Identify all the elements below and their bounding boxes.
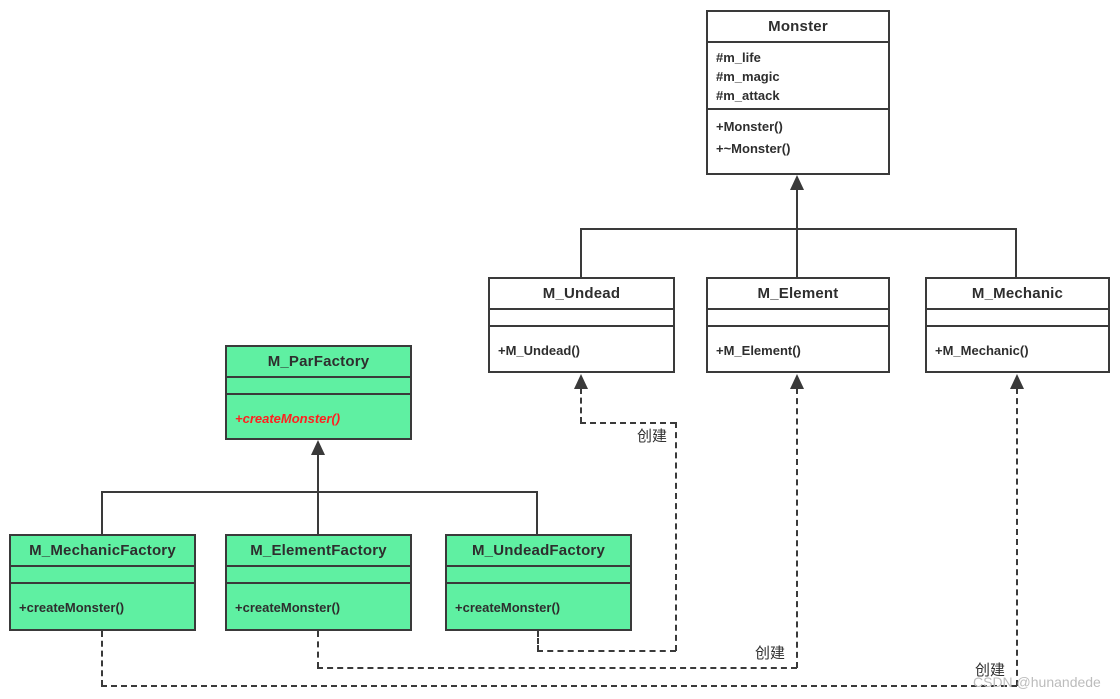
class-monster: Monster #m_life #m_magic #m_attack +Mons… xyxy=(706,10,890,175)
class-m-undead-methods: +M_Undead() xyxy=(490,327,673,362)
method: +M_Mechanic() xyxy=(935,343,1029,358)
method: +Monster() xyxy=(716,119,783,134)
class-m-mechanicfactory: M_MechanicFactory +createMonster() xyxy=(9,534,196,631)
connector-line xyxy=(580,228,582,277)
dependency-arrow-icon xyxy=(574,374,588,389)
method: +createMonster() xyxy=(455,600,561,615)
class-monster-attributes: #m_life #m_magic #m_attack xyxy=(708,43,888,110)
class-m-elementfactory-title: M_ElementFactory xyxy=(227,536,410,567)
method: +M_Undead() xyxy=(498,343,580,358)
method: +createMonster() xyxy=(19,600,125,615)
class-m-elementfactory: M_ElementFactory +createMonster() xyxy=(225,534,412,631)
connector-dashed-line xyxy=(317,667,797,669)
method: +~Monster() xyxy=(716,141,791,156)
dependency-arrow-icon xyxy=(790,374,804,389)
connector-dashed-line xyxy=(317,631,319,668)
connector-line xyxy=(796,188,798,277)
class-m-mechanic-title: M_Mechanic xyxy=(927,279,1108,310)
connector-dashed-line xyxy=(580,422,676,424)
class-monster-methods: +Monster() +~Monster() xyxy=(708,110,888,160)
connector-line xyxy=(1015,228,1017,277)
class-m-parfactory-title: M_ParFactory xyxy=(227,347,410,378)
connector-line xyxy=(101,491,538,493)
connector-line xyxy=(580,228,1017,230)
watermark-text: CSDN @hunandede xyxy=(973,674,1101,690)
class-m-undeadfactory-methods: +createMonster() xyxy=(447,584,630,619)
class-monster-title: Monster xyxy=(708,12,888,43)
inheritance-arrow-icon xyxy=(311,440,325,455)
dependency-label: 创建 xyxy=(637,428,668,446)
connector-line xyxy=(536,491,538,534)
dependency-label: 创建 xyxy=(755,645,786,663)
attribute: #m_magic xyxy=(716,69,780,84)
connector-dashed-line xyxy=(796,388,798,668)
class-m-element-title: M_Element xyxy=(708,279,888,310)
class-m-element: M_Element +M_Element() xyxy=(706,277,890,373)
connector-dashed-line xyxy=(580,388,582,423)
class-m-mechanicfactory-attributes xyxy=(11,567,194,584)
connector-line xyxy=(101,491,103,534)
class-m-undeadfactory-attributes xyxy=(447,567,630,584)
connector-dashed-line xyxy=(101,631,103,686)
class-m-undeadfactory-title: M_UndeadFactory xyxy=(447,536,630,567)
inheritance-arrow-icon xyxy=(790,175,804,190)
class-m-mechanicfactory-title: M_MechanicFactory xyxy=(11,536,194,567)
class-m-parfactory: M_ParFactory +createMonster() xyxy=(225,345,412,440)
connector-dashed-line xyxy=(537,650,676,652)
connector-line xyxy=(317,453,319,534)
dependency-label: 创建 xyxy=(975,662,1006,680)
connector-dashed-line xyxy=(537,631,539,651)
class-m-undead-title: M_Undead xyxy=(490,279,673,310)
method: +M_Element() xyxy=(716,343,801,358)
class-m-element-methods: +M_Element() xyxy=(708,327,888,362)
connector-dashed-line xyxy=(1016,388,1018,686)
class-m-elementfactory-methods: +createMonster() xyxy=(227,584,410,619)
connector-dashed-line xyxy=(101,685,1017,687)
class-m-mechanic: M_Mechanic +M_Mechanic() xyxy=(925,277,1110,373)
connector-dashed-line xyxy=(675,422,677,651)
dependency-arrow-icon xyxy=(1010,374,1024,389)
class-m-undead-attributes xyxy=(490,310,673,327)
class-m-elementfactory-attributes xyxy=(227,567,410,584)
method: +createMonster() xyxy=(235,600,341,615)
class-m-mechanicfactory-methods: +createMonster() xyxy=(11,584,194,619)
class-m-parfactory-attributes xyxy=(227,378,410,395)
class-m-undeadfactory: M_UndeadFactory +createMonster() xyxy=(445,534,632,631)
class-m-parfactory-methods: +createMonster() xyxy=(227,395,410,430)
class-m-element-attributes xyxy=(708,310,888,327)
attribute: #m_attack xyxy=(716,88,780,103)
attribute: #m_life xyxy=(716,50,761,65)
abstract-method: +createMonster() xyxy=(235,411,341,426)
class-m-mechanic-methods: +M_Mechanic() xyxy=(927,327,1108,362)
class-m-undead: M_Undead +M_Undead() xyxy=(488,277,675,373)
class-m-mechanic-attributes xyxy=(927,310,1108,327)
